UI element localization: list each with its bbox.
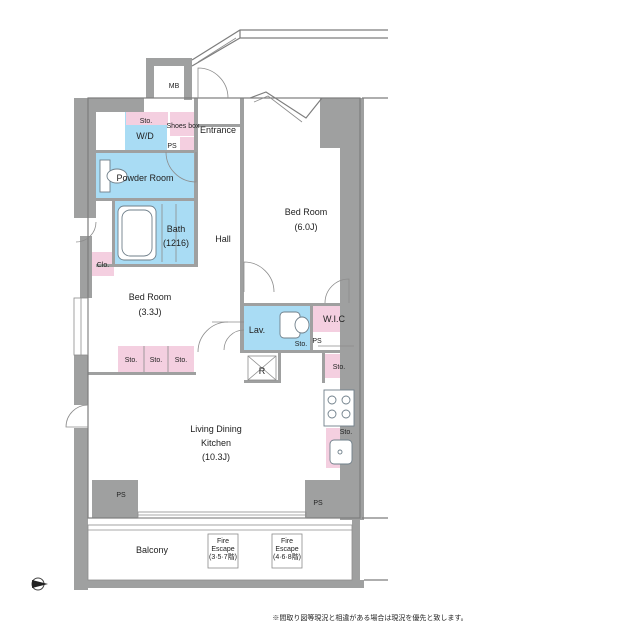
- fire-escape-2-line-3: (4·6·8階): [273, 552, 301, 561]
- ldk-label: Living Dining: [190, 424, 242, 434]
- walls: [74, 58, 364, 590]
- balcony-label: Balcony: [136, 545, 169, 555]
- footnote: ※間取り図等現況と相違がある場合は現況を優先と致します。: [272, 613, 467, 622]
- outlines: [73, 29, 388, 581]
- north-arrow-icon: [31, 577, 48, 591]
- sto-sink-label: Sto.: [340, 429, 353, 436]
- r-label: R: [259, 366, 266, 376]
- fire-escape-2-line-1: Fire: [281, 538, 293, 545]
- ps-right-label: PS: [313, 500, 323, 507]
- sto-bed-1-label: Sto.: [125, 357, 138, 364]
- bed-room-2-size: (3.3J): [138, 307, 161, 317]
- bed-room-2-label: Bed Room: [129, 292, 172, 302]
- entrance-label: Entrance: [200, 125, 236, 135]
- fire-escape-1-line-1: Fire: [217, 538, 229, 545]
- shoes-box-label: Shoes box: [166, 123, 200, 130]
- lav-label: Lav.: [249, 325, 265, 335]
- ldk-size: (10.3J): [202, 452, 230, 462]
- powder-room-label: Powder Room: [116, 173, 173, 183]
- doors: [65, 67, 350, 428]
- wd-label: W/D: [136, 131, 154, 141]
- fixtures: [99, 159, 355, 569]
- bed-room-1-label: Bed Room: [285, 207, 328, 217]
- sto-bed-3-label: Sto.: [175, 357, 188, 364]
- bath-label: Bath: [167, 224, 186, 234]
- ps-lav-label: PS: [312, 338, 322, 345]
- fire-escape-1-line-3: (3·5·7階): [209, 552, 237, 561]
- ps-top-label: PS: [167, 143, 177, 150]
- ps-left-label: PS: [116, 492, 126, 499]
- sto-kitchen-label: Sto.: [333, 364, 346, 371]
- fire-escape-2-line-2: Escape: [275, 546, 298, 553]
- wic-label: W.I.C: [323, 314, 345, 324]
- clo-label: Clo.: [97, 262, 110, 269]
- sto-wd-label: Sto.: [140, 118, 153, 125]
- hall-label: Hall: [215, 234, 231, 244]
- sto-bed-2-label: Sto.: [150, 357, 163, 364]
- bed-room-1-size: (6.0J): [294, 222, 317, 232]
- bath-size-label: (1216): [163, 238, 189, 248]
- fire-escape-1-line-2: Escape: [211, 546, 234, 553]
- mb-label: MB: [169, 83, 180, 90]
- sto-lav-label: Sto.: [295, 341, 308, 348]
- ldk-label-2: Kitchen: [201, 438, 231, 448]
